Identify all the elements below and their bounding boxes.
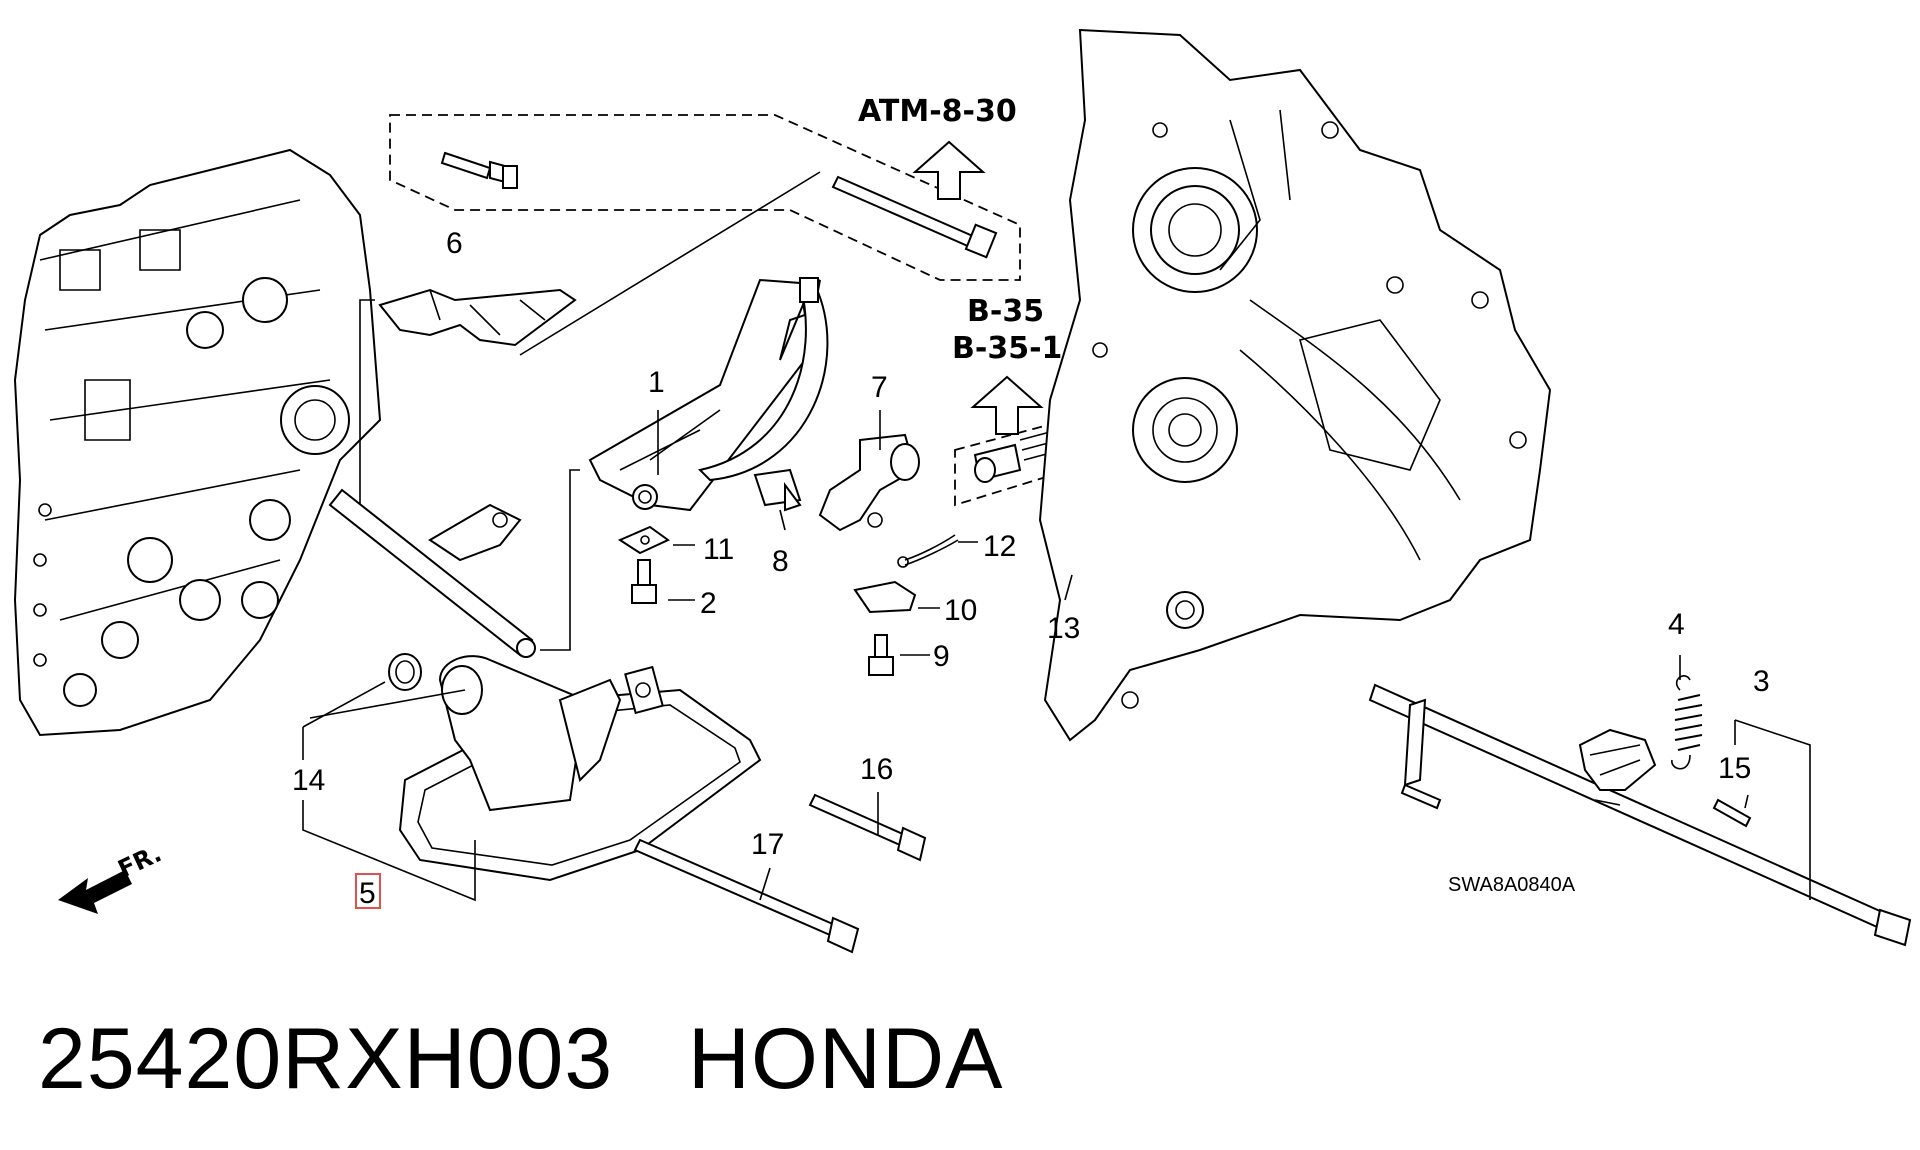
brand-name: HONDA: [687, 1011, 1004, 1107]
callout-3: 3: [1753, 665, 1770, 698]
callout-5: 5: [359, 877, 376, 910]
lock-washer-part-11: [617, 525, 670, 555]
callout-15: 15: [1718, 752, 1751, 785]
o-ring-part-14: [388, 653, 422, 691]
callout-7: 7: [871, 371, 888, 404]
front-direction-arrow: FR.: [58, 839, 166, 914]
callout-12: 12: [983, 530, 1016, 563]
shaft-pin-part-8: [753, 468, 802, 512]
callout-10: 10: [944, 594, 977, 627]
bolt-part-9: [868, 634, 894, 676]
bolt-part-2: [631, 559, 657, 604]
control-lever-part-7: [818, 433, 920, 532]
reference-arrow-atm: [912, 140, 986, 200]
reference-arrow-b35: [970, 375, 1044, 435]
control-shaft-part-3: [1368, 683, 1912, 947]
bolt-part-16: [808, 793, 927, 862]
callout-17: 17: [751, 828, 784, 861]
callout-1: 1: [648, 366, 665, 399]
clip-part-12: [897, 534, 959, 568]
leader-lines: [302, 410, 1811, 902]
callout-labels: 1 2 3 4 5 6 7 8 9 10 11 12 13 14 15 16 1…: [292, 227, 1770, 910]
callout-11: 11: [703, 533, 734, 566]
bracket-part-10: [853, 580, 917, 614]
shift-fork-part-1: [540, 277, 829, 651]
callout-8: 8: [772, 545, 789, 578]
callout-6: 6: [446, 227, 463, 260]
diagram-code: SWA8A0840A: [1448, 874, 1576, 896]
bracket-part-6: [378, 288, 577, 347]
atf-strainer-part-5: [398, 655, 762, 882]
part-number: 25420RXH003: [38, 1011, 614, 1107]
spring-part-4: [1671, 675, 1703, 770]
reference-b-35-1: B-35-1: [952, 331, 1062, 366]
callout-9: 9: [933, 640, 950, 673]
reference-atm-8-30: ATM-8-30: [858, 94, 1017, 129]
highlight-box: [355, 873, 381, 909]
reference-b-35: B-35: [967, 294, 1044, 329]
callout-13: 13: [1047, 612, 1080, 645]
part-caption: 25420RXH003 HONDA: [38, 1010, 1003, 1109]
pin-part-15: [1712, 798, 1752, 828]
valve-body-assembly: [13, 148, 536, 737]
bracket-assembly-group: [359, 114, 1021, 505]
callout-16: 16: [860, 753, 893, 786]
callout-4: 4: [1668, 608, 1685, 641]
transmission-case: [1038, 28, 1552, 742]
bolt-part-17: [633, 838, 860, 954]
long-bolt: [831, 175, 998, 259]
flange-bolt: [440, 151, 518, 189]
callout-14: 14: [292, 764, 325, 797]
front-direction-label: FR.: [114, 839, 166, 883]
callout-2: 2: [700, 587, 717, 620]
